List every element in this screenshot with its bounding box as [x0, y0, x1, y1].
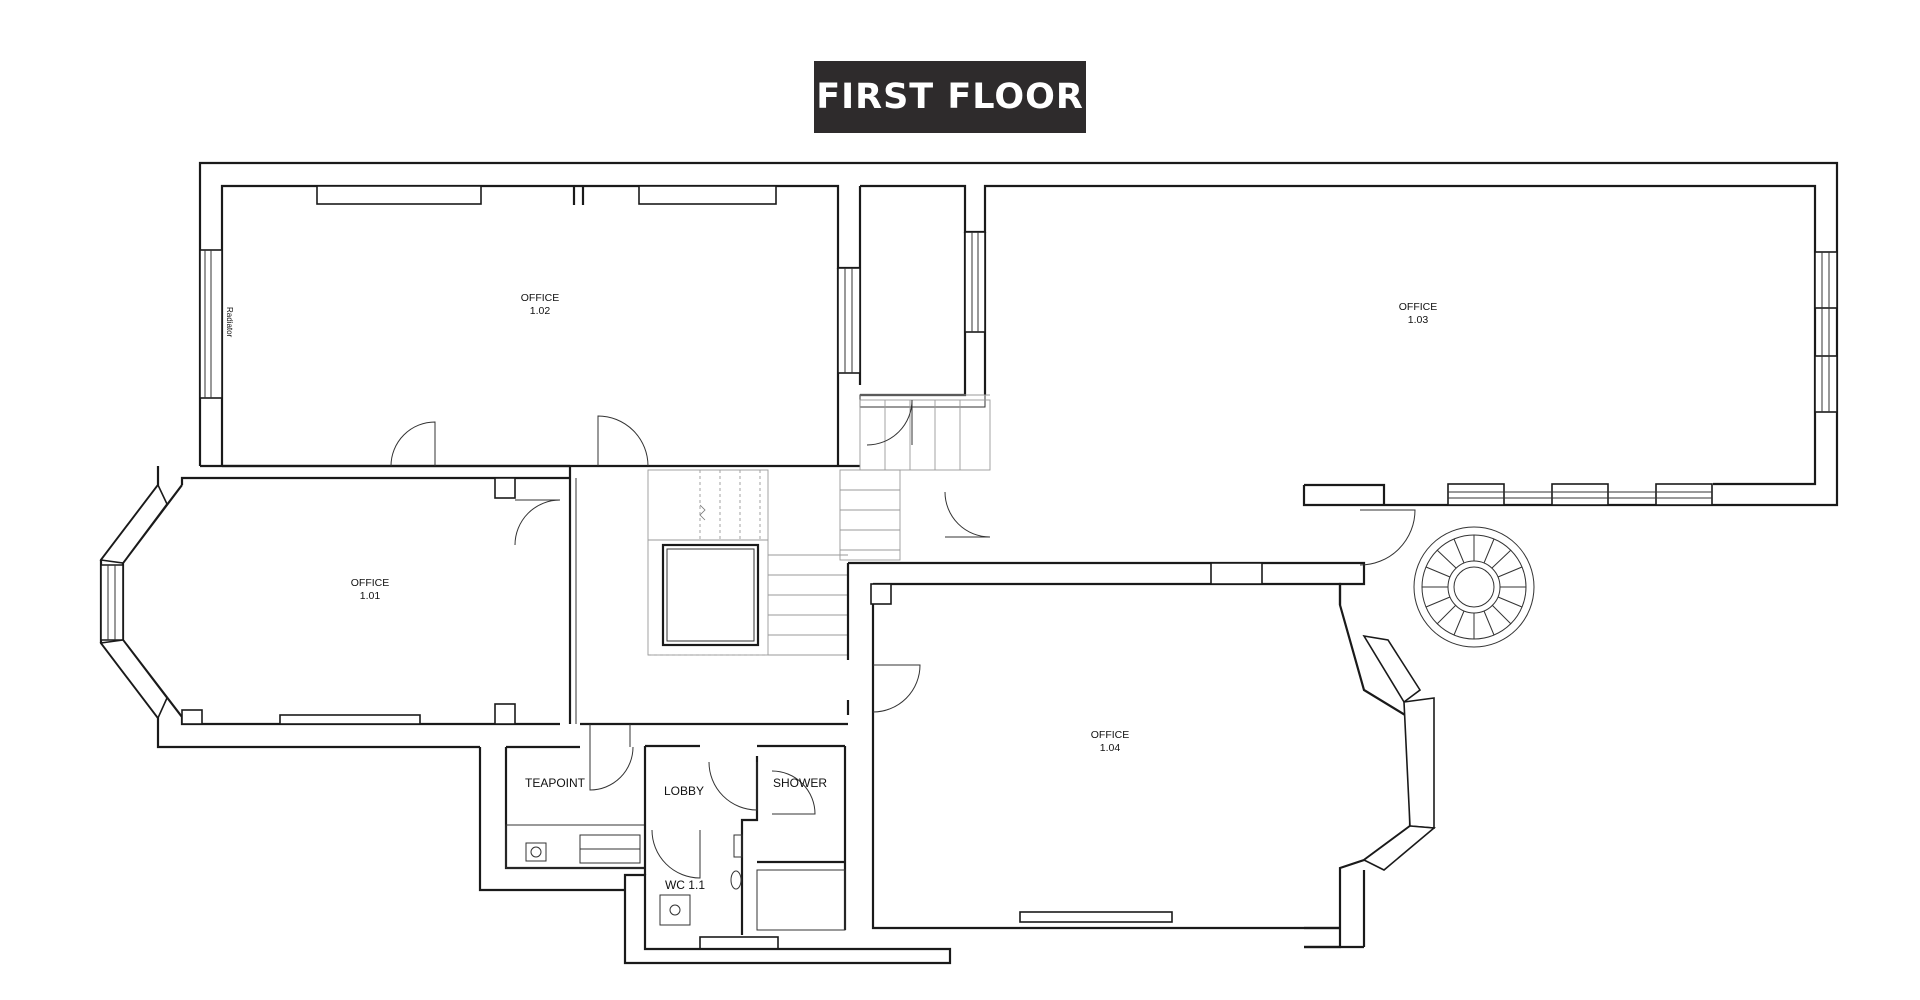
office-104-number: 1.04 [1100, 742, 1121, 754]
shower-label: SHOWER [773, 776, 827, 790]
windows [99, 185, 1838, 950]
room-labels: OFFICE 1.02 OFFICE 1.03 OFFICE 1.01 OFFI… [225, 292, 1437, 892]
office-104-name: OFFICE [1091, 729, 1130, 741]
office-104-walls [846, 561, 1437, 949]
office-101-number: 1.01 [360, 590, 381, 602]
teapoint-label: TEAPOINT [525, 776, 586, 790]
main-staircase [647, 394, 991, 656]
columns [181, 477, 516, 725]
doors [390, 399, 1416, 879]
plan-title: FIRST FLOOR [814, 61, 1086, 133]
spiral-staircase [1413, 526, 1535, 648]
office-102-name: OFFICE [521, 292, 560, 304]
office-103-name: OFFICE [1399, 301, 1438, 313]
office-101-name: OFFICE [351, 577, 390, 589]
office-102-number: 1.02 [530, 305, 551, 317]
radiator-label: Radiator [225, 307, 234, 338]
service-rooms [478, 466, 952, 965]
lobby-label: LOBBY [664, 784, 704, 798]
office-103-number: 1.03 [1408, 314, 1429, 326]
wc-label: WC 1.1 [665, 878, 705, 892]
